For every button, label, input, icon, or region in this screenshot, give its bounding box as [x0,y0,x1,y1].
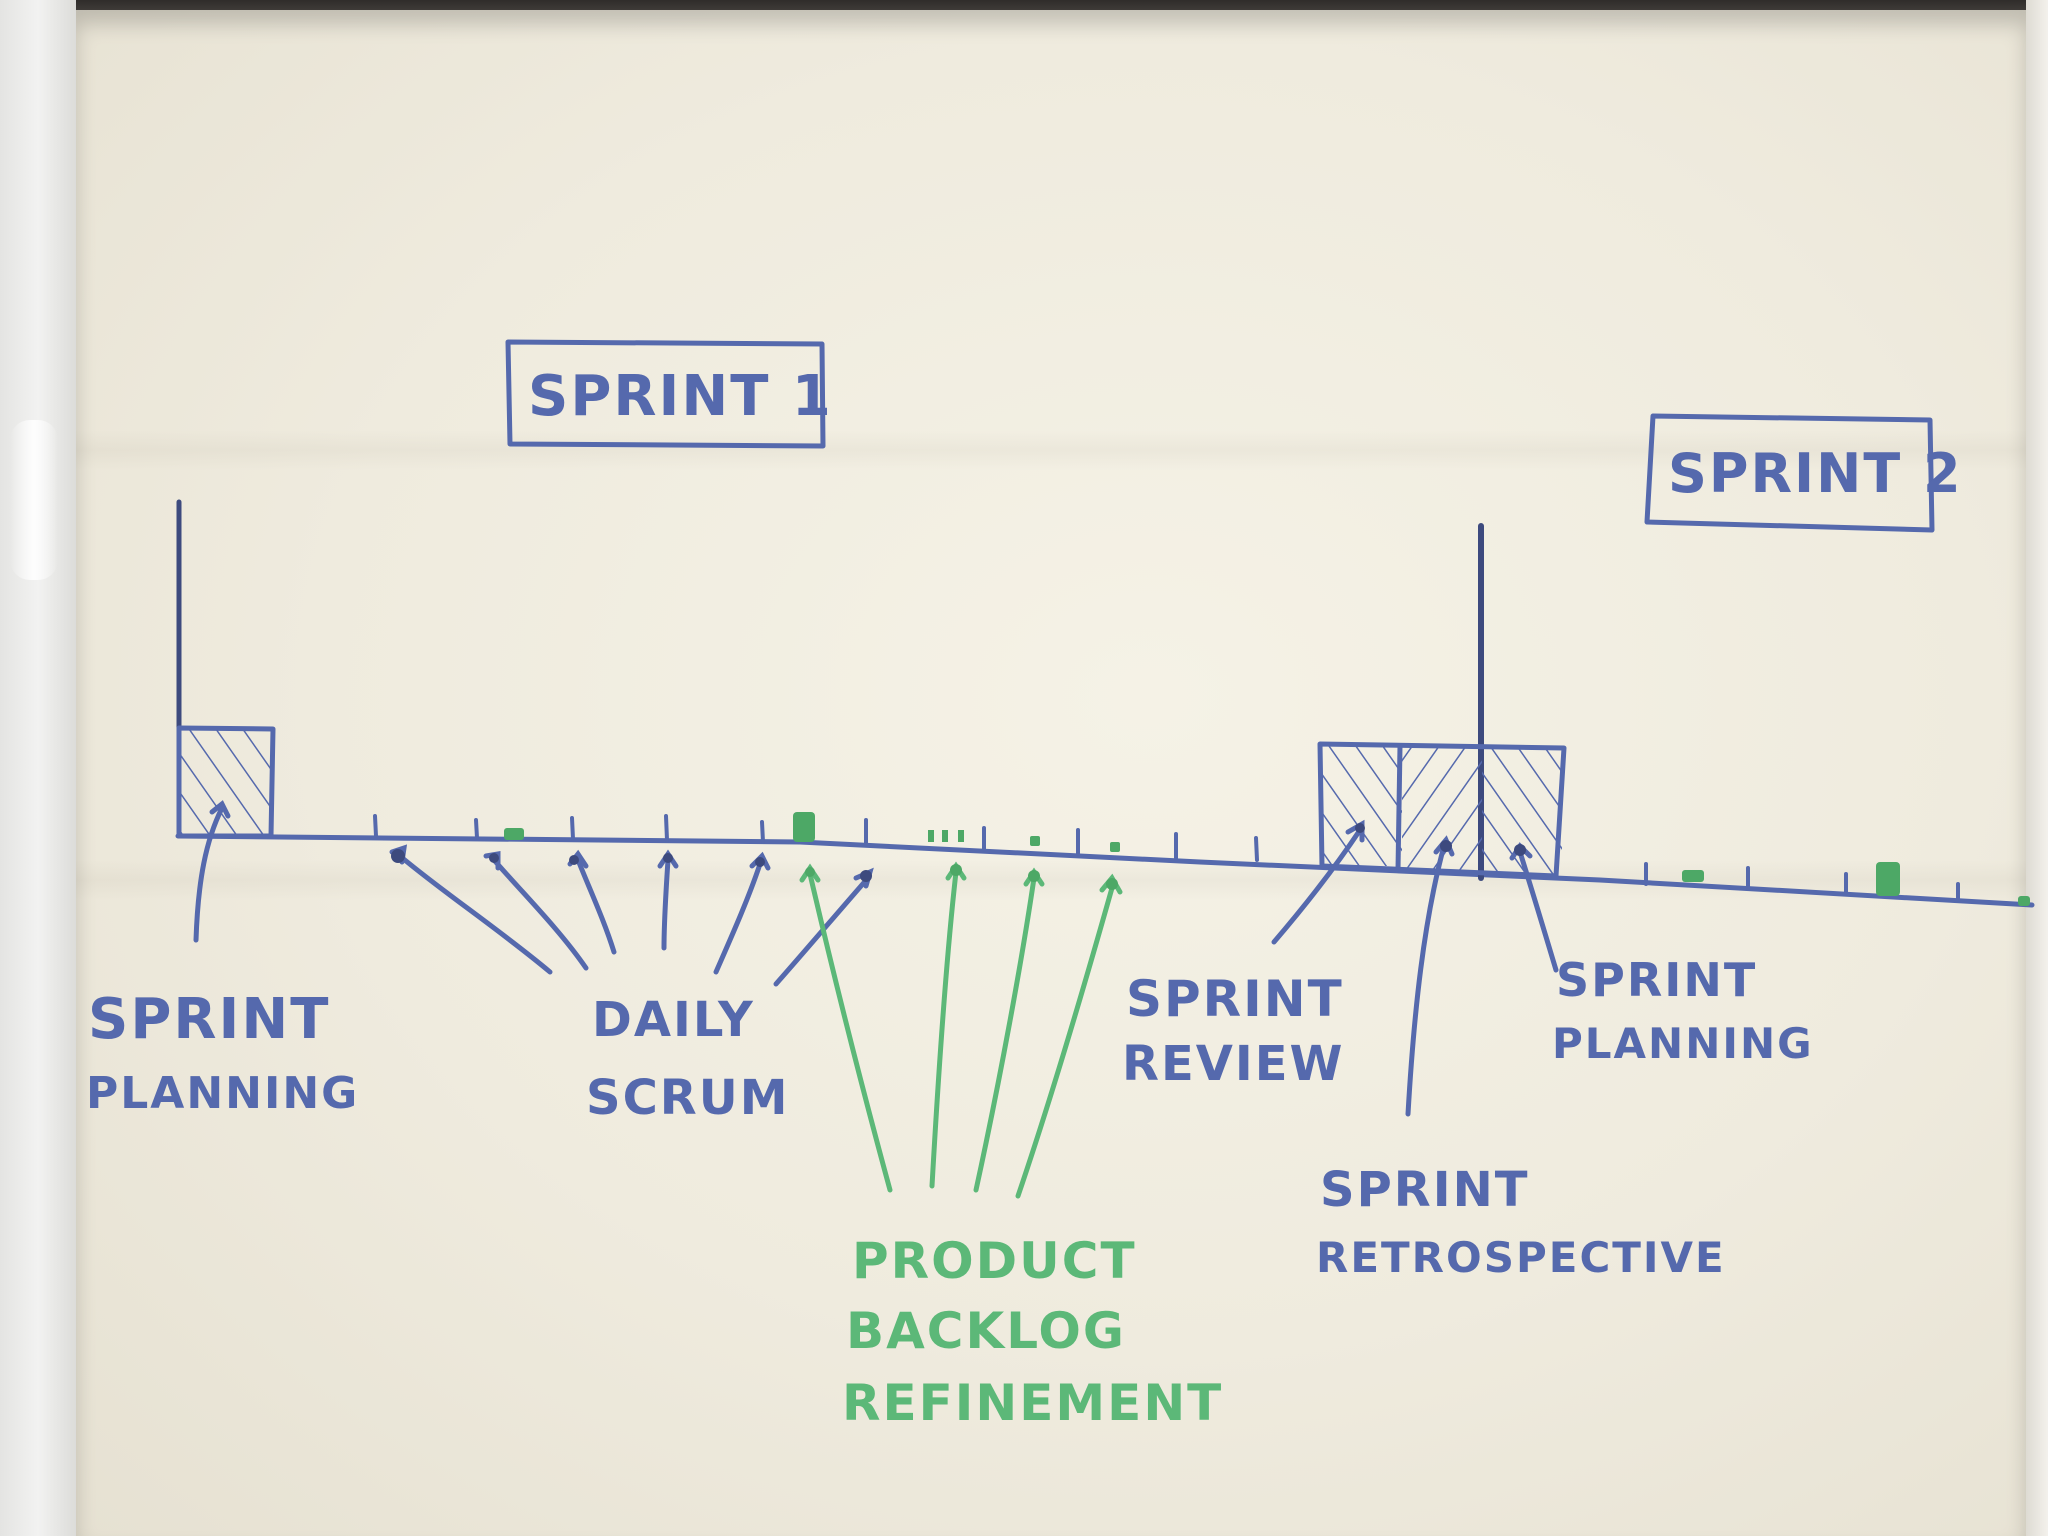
review-line-1: SPRINT [1126,970,1344,1028]
daily-scrum-arrows [389,844,874,987]
planning-2-line-2: PLANNING [1552,1019,1814,1068]
sprint-1-label: SPRINT 1 [528,364,833,429]
review-line-2: REVIEW [1122,1036,1345,1092]
refinement-arrows [799,861,1123,1199]
sprint-end-arrowheads [1355,823,1526,856]
refinement-line-2: BACKLOG [846,1302,1126,1360]
sprint-1-box: SPRINT 1 [505,339,833,449]
daily-scrum-line-1: DAILY [592,992,755,1048]
refinement-arrowheads [805,864,1118,890]
sprint-planning-1-arrow [193,800,231,943]
planning-1-line-1: SPRINT [88,987,330,1052]
sprint-planning-2-label: SPRINT PLANNING [1552,953,1814,1068]
daily-scrum-arrowheads [391,849,872,882]
whiteboard-wall [0,0,76,1536]
refinement-line-3: REFINEMENT [842,1374,1223,1432]
sprint-end-arrows [1271,819,1559,1117]
day-ticks [373,814,1960,902]
product-backlog-refinement-label: PRODUCT BACKLOG REFINEMENT [842,1232,1223,1432]
daily-scrum-label: DAILY SCRUM [586,992,790,1126]
paper-crease [76,430,2026,470]
retro-line-1: SPRINT [1320,1162,1529,1218]
flipchart-paper [76,10,2026,1536]
timeline-axis [175,833,2035,908]
sprint-2-label: SPRINT 2 [1668,442,1963,505]
sprint-2-box: SPRINT 2 [1644,413,1963,533]
sprint-1-planning-block [176,725,276,839]
wall-reflection [10,420,58,580]
refinement-markers [504,812,2030,906]
retro-line-2: RETROSPECTIVE [1316,1233,1726,1282]
planning-1-line-2: PLANNING [86,1068,359,1119]
paper-edge [2026,0,2048,1536]
sprint-planning-1-label: SPRINT PLANNING [86,987,359,1119]
sprint-review-label: SPRINT REVIEW [1122,970,1345,1092]
sprint-retrospective-label: SPRINT RETROSPECTIVE [1316,1162,1726,1282]
refinement-line-1: PRODUCT [852,1232,1137,1290]
daily-scrum-line-2: SCRUM [586,1070,790,1126]
planning-2-line-1: SPRINT [1556,953,1757,1007]
